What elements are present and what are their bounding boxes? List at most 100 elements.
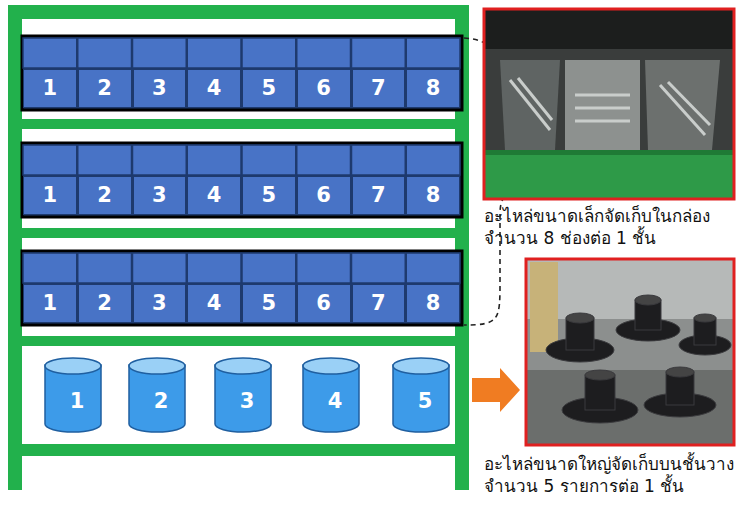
storage-box: 5 bbox=[242, 284, 296, 323]
storage-box: 8 bbox=[406, 176, 460, 215]
shelf-bar bbox=[8, 119, 469, 129]
photo-shadow bbox=[484, 9, 734, 49]
blank-cell bbox=[78, 253, 132, 283]
storage-drum: 1 bbox=[44, 357, 110, 433]
shelf-post bbox=[8, 5, 22, 490]
storage-box: 5 bbox=[242, 176, 296, 215]
box-number: 8 bbox=[426, 185, 441, 206]
box-number: 1 bbox=[43, 78, 58, 99]
shelf-bar bbox=[8, 336, 469, 346]
storage-box: 1 bbox=[23, 284, 77, 323]
box-number: 6 bbox=[316, 78, 331, 99]
box-number: 1 bbox=[43, 293, 58, 314]
blank-cell bbox=[297, 253, 351, 283]
flanges bbox=[546, 295, 731, 423]
drum-top bbox=[45, 358, 101, 374]
photo-frame bbox=[526, 259, 734, 445]
photo-ground bbox=[526, 259, 734, 445]
storage-drum: 5 bbox=[392, 357, 458, 433]
storage-box: 3 bbox=[133, 176, 187, 215]
storage-box: 8 bbox=[406, 69, 460, 108]
photo-ground bbox=[484, 9, 734, 199]
box-number: 4 bbox=[207, 293, 222, 314]
photo-large-parts bbox=[526, 259, 734, 445]
blank-cell bbox=[352, 38, 406, 68]
blank-cell bbox=[242, 253, 296, 283]
box-number: 7 bbox=[371, 293, 386, 314]
storage-box: 4 bbox=[187, 284, 241, 323]
tier-outline bbox=[22, 36, 462, 110]
box-number: 8 bbox=[426, 78, 441, 99]
shelf-bar bbox=[8, 444, 469, 456]
bin bbox=[565, 60, 640, 150]
box-number: 3 bbox=[152, 185, 167, 206]
box-number: 5 bbox=[262, 185, 277, 206]
storage-box: 6 bbox=[297, 69, 351, 108]
storage-box: 3 bbox=[133, 284, 187, 323]
bin-front bbox=[484, 150, 734, 199]
blank-cell bbox=[23, 38, 77, 68]
box-number: 3 bbox=[152, 293, 167, 314]
box-number: 4 bbox=[207, 185, 222, 206]
photo-small-parts bbox=[484, 9, 734, 199]
blank-cell bbox=[406, 145, 460, 175]
tier-outline bbox=[22, 143, 462, 217]
photo-frame bbox=[484, 9, 734, 199]
bin-edge bbox=[484, 150, 734, 155]
storage-box: 8 bbox=[406, 284, 460, 323]
blank-cell bbox=[23, 253, 77, 283]
storage-box: 2 bbox=[78, 176, 132, 215]
blank-cell bbox=[133, 145, 187, 175]
box-number: 2 bbox=[128, 391, 194, 412]
storage-box: 2 bbox=[78, 284, 132, 323]
blank-cell bbox=[297, 38, 351, 68]
box-number: 2 bbox=[97, 185, 112, 206]
blank-cell bbox=[242, 38, 296, 68]
storage-box: 6 bbox=[297, 284, 351, 323]
drum-top bbox=[129, 358, 185, 374]
blank-cell bbox=[78, 38, 132, 68]
box-number: 5 bbox=[392, 391, 458, 412]
storage-box: 1 bbox=[23, 176, 77, 215]
box-number: 1 bbox=[44, 391, 110, 412]
caption: อะไหล่ขนาดใหญ่จัดเก็บบนชั้นวาง จำนวน 5 ร… bbox=[484, 453, 738, 498]
storage-box: 4 bbox=[187, 69, 241, 108]
box-number: 8 bbox=[426, 293, 441, 314]
drum-top bbox=[393, 358, 449, 374]
box-number: 5 bbox=[262, 293, 277, 314]
box-number: 1 bbox=[43, 185, 58, 206]
box-number: 5 bbox=[262, 78, 277, 99]
shelf-bar bbox=[8, 5, 469, 19]
drum-top bbox=[303, 358, 359, 374]
blank-cell bbox=[78, 145, 132, 175]
photo-floor bbox=[526, 370, 734, 445]
box-number: 6 bbox=[316, 293, 331, 314]
blank-cell bbox=[187, 145, 241, 175]
storage-box: 2 bbox=[78, 69, 132, 108]
box-number: 7 bbox=[371, 78, 386, 99]
storage-drum: 2 bbox=[128, 357, 194, 433]
blank-cells bbox=[23, 38, 460, 283]
caption: อะไหล่ขนาดเล็กจัดเก็บในกล่อง จำนวน 8 ช่อ… bbox=[484, 205, 714, 250]
box-number: 4 bbox=[302, 391, 368, 412]
blank-cell bbox=[23, 145, 77, 175]
drum-top bbox=[215, 358, 271, 374]
storage-box: 5 bbox=[242, 69, 296, 108]
storage-box: 3 bbox=[133, 69, 187, 108]
box-tiers bbox=[22, 36, 462, 325]
storage-box: 7 bbox=[352, 284, 406, 323]
storage-drum: 3 bbox=[214, 357, 280, 433]
bin bbox=[645, 60, 720, 150]
box-number: 6 bbox=[316, 185, 331, 206]
blank-cell bbox=[406, 253, 460, 283]
parts bbox=[510, 78, 710, 135]
storage-box: 7 bbox=[352, 176, 406, 215]
blank-cell bbox=[187, 38, 241, 68]
blank-cell bbox=[406, 38, 460, 68]
blank-cell bbox=[352, 145, 406, 175]
box-number: 7 bbox=[371, 185, 386, 206]
box-number: 4 bbox=[207, 78, 222, 99]
box-number: 3 bbox=[152, 78, 167, 99]
blank-cell bbox=[133, 38, 187, 68]
